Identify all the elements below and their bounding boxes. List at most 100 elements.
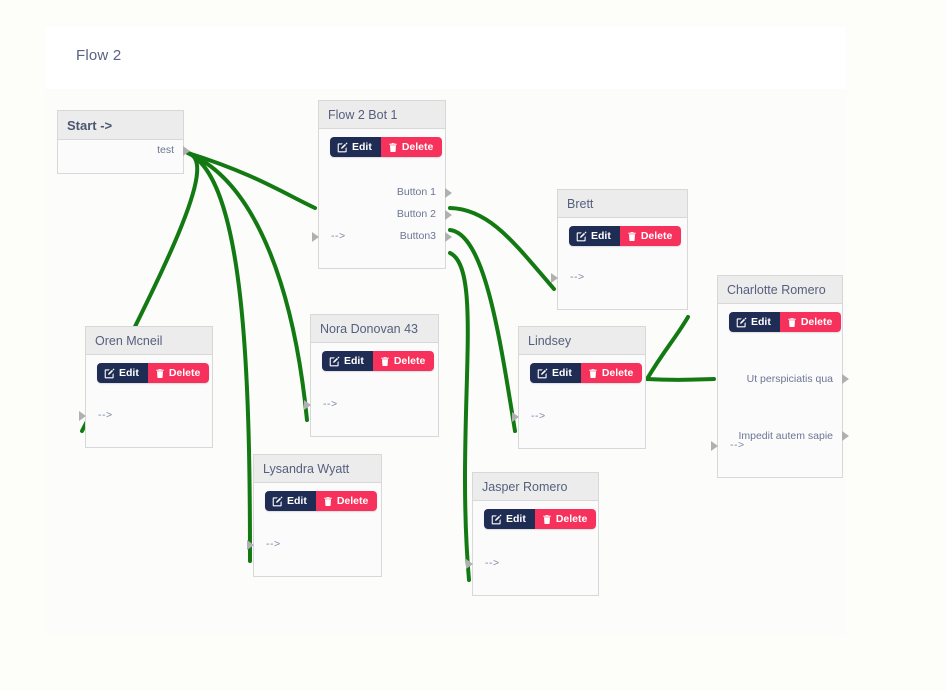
input-port-label: --> (730, 439, 745, 451)
output-port-marker[interactable] (842, 374, 849, 384)
edit-button[interactable]: Edit (97, 363, 148, 384)
edit-button[interactable]: Edit (322, 351, 373, 372)
input-port-marker[interactable] (79, 411, 86, 421)
pencil-square-icon (537, 368, 548, 379)
output-port-marker[interactable] (183, 146, 190, 156)
edit-button-label: Edit (751, 316, 771, 328)
pencil-square-icon (736, 317, 747, 328)
edit-button[interactable]: Edit (729, 312, 780, 333)
edit-button[interactable]: Edit (265, 491, 316, 512)
delete-button[interactable]: Delete (779, 312, 842, 333)
input-port-label: --> (331, 230, 346, 242)
page-title: Flow 2 (76, 47, 122, 64)
edit-button[interactable]: Edit (530, 363, 581, 384)
node-actions: Edit Delete (530, 363, 643, 384)
edge-flow-2-bot-1-to-brett (448, 206, 556, 291)
input-port-marker[interactable] (312, 232, 319, 242)
node-actions: Edit Delete (322, 351, 435, 372)
edit-button[interactable]: Edit (484, 509, 535, 530)
input-port-marker[interactable] (247, 540, 254, 550)
delete-button-label: Delete (555, 513, 588, 525)
node-body: Edit Delete (254, 483, 381, 512)
delete-button-label: Delete (640, 230, 673, 242)
delete-button-label: Delete (800, 316, 833, 328)
edit-button[interactable]: Edit (569, 226, 620, 247)
output-port-marker[interactable] (445, 188, 452, 198)
input-port-label: --> (323, 398, 338, 410)
node-actions: Edit Delete (729, 312, 842, 333)
delete-button-label: Delete (168, 367, 201, 379)
node-title: Lindsey (519, 327, 645, 355)
delete-button[interactable]: Delete (147, 363, 210, 384)
node-title: Start -> (58, 111, 183, 140)
node-actions: Edit Delete (484, 509, 597, 530)
node-title: Jasper Romero (473, 473, 598, 501)
trash-icon (588, 368, 598, 379)
edge-start-to-flow-2-bot-1 (186, 151, 317, 210)
edge-flow-2-bot-1-to-lindsey (448, 228, 517, 433)
node-actions: Edit Delete (330, 137, 443, 158)
output-port-marker[interactable] (445, 210, 452, 220)
output-port-label: Impedit autem sapie (738, 430, 833, 442)
node-actions: Edit Delete (569, 226, 682, 247)
trash-icon (542, 514, 552, 525)
node-body: Edit Delete (473, 501, 598, 530)
output-port-label: test (157, 144, 174, 156)
node-body: Edit Delete (311, 343, 438, 372)
delete-button[interactable]: Delete (534, 509, 597, 530)
input-port-marker[interactable] (466, 559, 473, 569)
node-body: Edit Delete (519, 355, 645, 384)
node-start[interactable]: Start -> test (57, 110, 190, 174)
input-port-label: --> (485, 557, 500, 569)
edit-button-label: Edit (591, 230, 611, 242)
edge-charlotte-romero-to-lindsey (644, 377, 716, 382)
output-port-label: Button 1 (396, 186, 436, 198)
output-port-label: Ut perspiciatis qua (746, 373, 833, 385)
input-port-label: --> (266, 538, 281, 550)
delete-button-label: Delete (336, 495, 369, 507)
node-actions: Edit Delete (265, 491, 378, 512)
edge-brett-to-lindsey (645, 315, 690, 381)
delete-button[interactable]: Delete (380, 137, 443, 158)
output-port-marker[interactable] (842, 431, 849, 441)
flow-header-card: Flow 2 (45, 27, 846, 89)
edit-button-label: Edit (552, 367, 572, 379)
input-port-marker[interactable] (512, 412, 519, 422)
delete-button[interactable]: Delete (619, 226, 682, 247)
edit-button-label: Edit (119, 367, 139, 379)
trash-icon (787, 317, 797, 328)
edit-button[interactable]: Edit (330, 137, 381, 158)
delete-button[interactable]: Delete (315, 491, 378, 512)
trash-icon (380, 356, 390, 367)
input-port-marker[interactable] (711, 441, 718, 451)
delete-button[interactable]: Delete (372, 351, 435, 372)
edit-button-label: Edit (506, 513, 526, 525)
input-port-marker[interactable] (304, 400, 311, 410)
delete-button[interactable]: Delete (580, 363, 643, 384)
input-port-marker[interactable] (551, 273, 558, 283)
trash-icon (627, 231, 637, 242)
output-port-marker[interactable] (445, 232, 452, 242)
input-port-label: --> (570, 271, 585, 283)
pencil-square-icon (491, 514, 502, 525)
node-body: Edit Delete (319, 129, 445, 158)
pencil-square-icon (272, 496, 283, 507)
edit-button-label: Edit (352, 141, 372, 153)
pencil-square-icon (337, 142, 348, 153)
node-body: Edit Delete (86, 355, 212, 384)
delete-button-label: Delete (601, 367, 634, 379)
pencil-square-icon (104, 368, 115, 379)
edit-button-label: Edit (344, 355, 364, 367)
node-body: Edit Delete (558, 218, 687, 247)
node-title: Brett (558, 190, 687, 218)
